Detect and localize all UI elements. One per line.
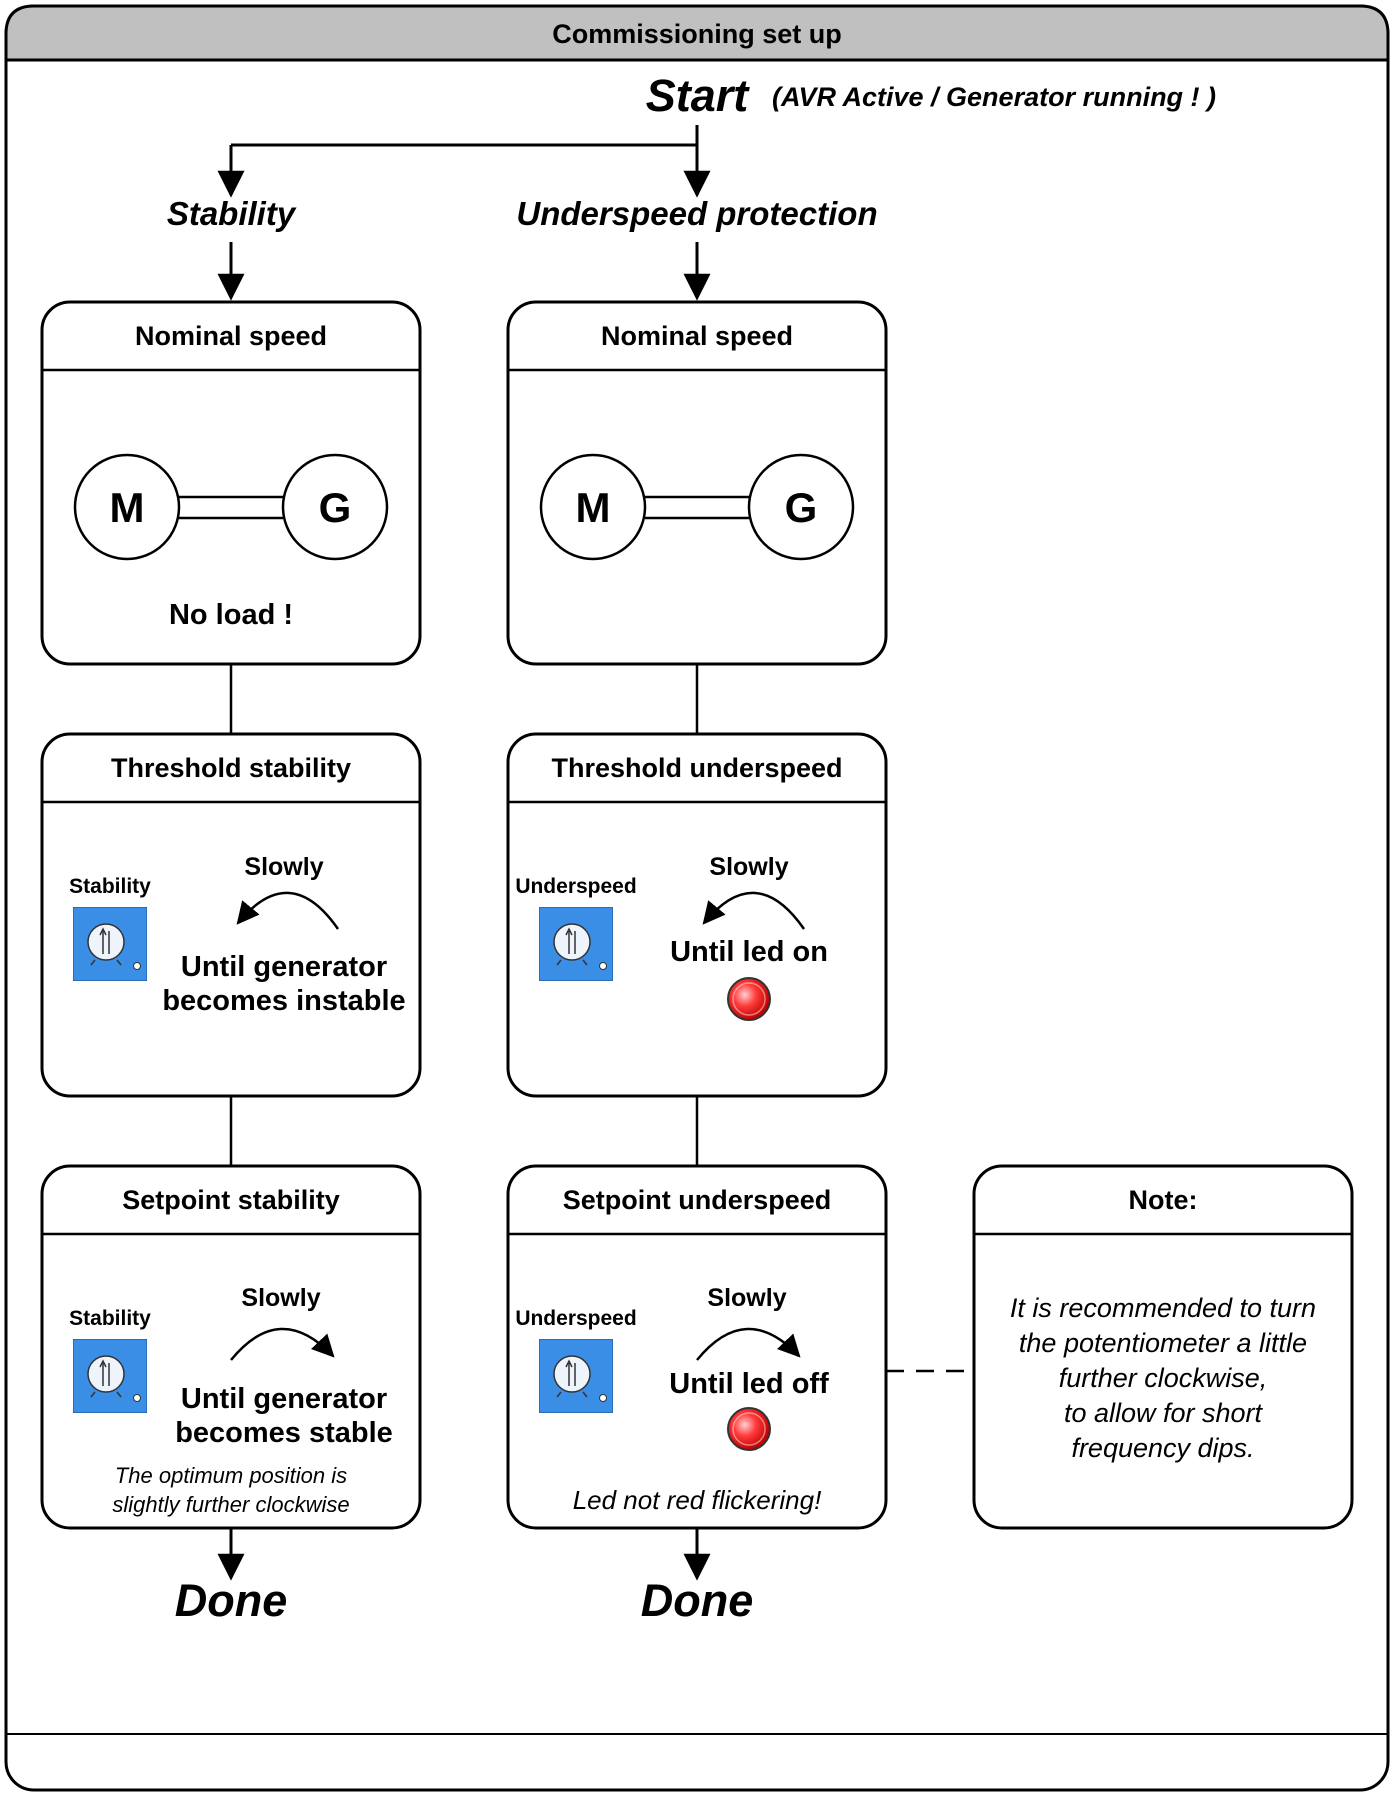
motor-label: M	[576, 484, 611, 531]
page-title: Commissioning set up	[552, 19, 842, 49]
clockwise-arrow-icon	[696, 1327, 801, 1361]
potentiometer-icon[interactable]	[73, 907, 147, 981]
motor-generator-diagram: M G	[73, 453, 389, 561]
left-setpoint-title: Setpoint stability	[122, 1185, 340, 1215]
note-line: the potentiometer a little	[1019, 1328, 1307, 1358]
direction-label: Slowly	[707, 1284, 786, 1312]
instruction-line-1: Until generator	[181, 951, 387, 983]
hint-line-2: slightly further clockwise	[112, 1492, 349, 1517]
start-condition: (AVR Active / Generator running ! )	[772, 82, 1216, 112]
instruction-line-2: becomes stable	[175, 1417, 393, 1449]
motor-circle	[73, 453, 181, 561]
led-ring	[732, 1412, 766, 1446]
led-off-indicator	[727, 1407, 771, 1451]
instruction-line-1: Until led on	[670, 936, 828, 968]
instruction-line-2: becomes instable	[162, 985, 405, 1017]
right-done-label: Done	[641, 1575, 754, 1626]
direction-label: Slowly	[241, 1284, 320, 1312]
left-branch-label: Stability	[167, 195, 297, 232]
note-line: further clockwise,	[1059, 1363, 1268, 1393]
start-label: Start	[646, 70, 751, 121]
pot-label: Stability	[69, 1307, 151, 1330]
led-on-indicator	[727, 977, 771, 1021]
generator-circle	[281, 453, 389, 561]
counterclockwise-arrow-icon	[236, 891, 340, 930]
generator-label: G	[785, 484, 818, 531]
potentiometer-icon[interactable]	[73, 1339, 147, 1413]
pot-label: Stability	[69, 875, 151, 898]
led-ring	[732, 982, 766, 1016]
motor-generator-diagram: M G	[539, 453, 855, 561]
header-bar	[4, 4, 1390, 62]
pot-label: Underspeed	[515, 875, 636, 898]
instruction-line-1: Until led off	[669, 1368, 829, 1400]
hint-line-1: The optimum position is	[115, 1463, 347, 1488]
note-line: to allow for short	[1064, 1398, 1264, 1428]
clockwise-arrow-icon	[230, 1327, 335, 1361]
right-setpoint-title: Setpoint underspeed	[563, 1185, 832, 1215]
right-nominal-title: Nominal speed	[601, 321, 793, 351]
direction-label: Slowly	[244, 853, 323, 881]
note-title: Note:	[1129, 1185, 1198, 1215]
note-line: frequency dips.	[1071, 1433, 1254, 1463]
no-load-note: No load !	[169, 599, 293, 631]
hint-line-1: Led not red flickering!	[573, 1485, 822, 1515]
left-done-label: Done	[175, 1575, 288, 1626]
note-line: It is recommended to turn	[1010, 1293, 1316, 1323]
motor-circle	[539, 453, 647, 561]
generator-circle	[747, 453, 855, 561]
counterclockwise-arrow-icon	[702, 891, 806, 930]
potentiometer-icon[interactable]	[539, 907, 613, 981]
generator-label: G	[319, 484, 352, 531]
direction-label: Slowly	[709, 853, 788, 881]
right-branch-label: Underspeed protection	[516, 195, 877, 232]
motor-label: M	[110, 484, 145, 531]
right-threshold-title: Threshold underspeed	[551, 753, 842, 783]
instruction-line-1: Until generator	[181, 1383, 387, 1415]
pot-label: Underspeed	[515, 1307, 636, 1330]
potentiometer-icon[interactable]	[539, 1339, 613, 1413]
left-threshold-title: Threshold stability	[111, 753, 351, 783]
left-nominal-title: Nominal speed	[135, 321, 327, 351]
note-box	[972, 1164, 1354, 1530]
